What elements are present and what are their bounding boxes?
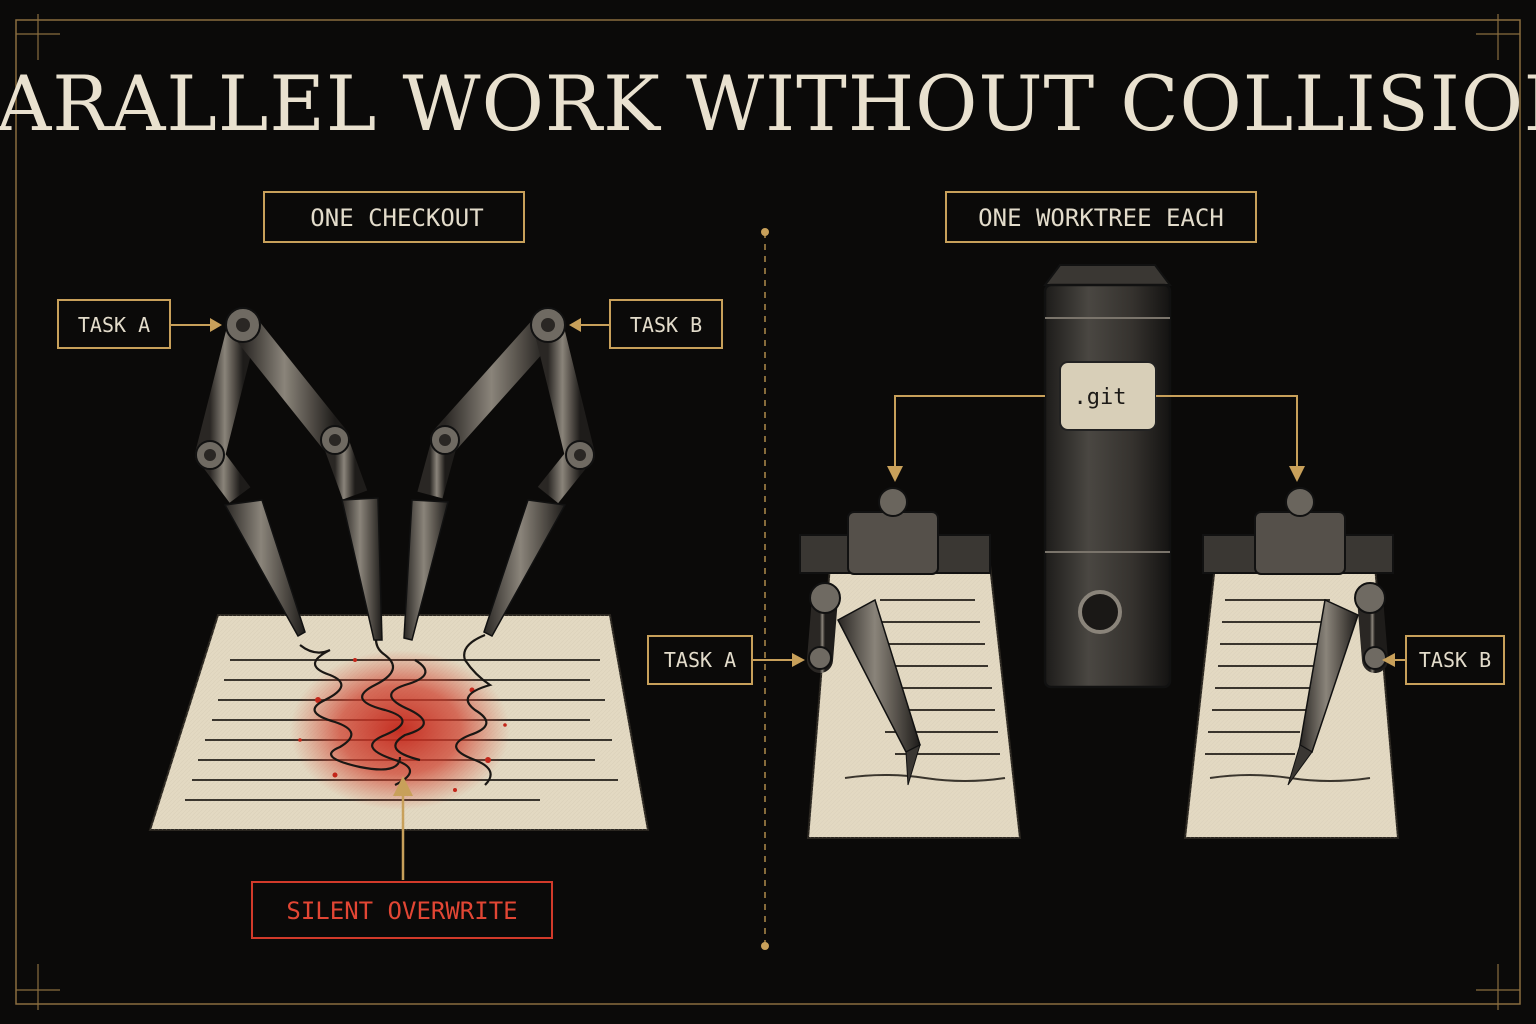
frame-border (15, 14, 1521, 1010)
right-panel: ONE WORKTREE EACH .git (647, 191, 1505, 839)
arrow-head-icon (569, 318, 581, 332)
arrow-down-icon (887, 466, 903, 482)
binder-ring-icon (1078, 590, 1122, 634)
robot-pen-task-a (807, 582, 921, 786)
right-task-b-text: TASK B (1419, 648, 1491, 672)
left-task-a-text: TASK A (78, 313, 150, 337)
left-heading: ONE CHECKOUT (310, 204, 483, 232)
git-repository-binder: .git (1043, 264, 1172, 689)
right-heading-box: ONE WORKTREE EACH (945, 191, 1257, 243)
worktree-a-document (799, 487, 1022, 839)
shared-document (148, 614, 650, 831)
robot-arm-task-a (195, 307, 383, 641)
clipboard-clip-icon (847, 511, 939, 575)
splatter-drops (298, 658, 507, 792)
silent-overwrite-callout: SILENT OVERWRITE (251, 776, 553, 939)
git-connectors (894, 395, 1298, 470)
left-task-a-label: TASK A (57, 299, 222, 349)
left-panel: ONE CHECKOUT (57, 191, 723, 939)
left-task-b-text: TASK B (630, 313, 702, 337)
right-task-b-label: TASK B (1382, 635, 1505, 685)
right-task-a-text: TASK A (664, 648, 736, 672)
left-heading-box: ONE CHECKOUT (263, 191, 525, 243)
colliding-scribbles (299, 624, 493, 786)
robot-pen-task-b (1287, 582, 1388, 786)
right-heading: ONE WORKTREE EACH (978, 204, 1224, 232)
arrow-head-icon (210, 318, 222, 332)
arrow-head-icon (792, 653, 805, 667)
arrow-up-icon (393, 776, 413, 796)
silent-overwrite-text: SILENT OVERWRITE (286, 897, 517, 925)
robot-arm-task-b (403, 307, 595, 641)
clipboard-clip-icon (1254, 511, 1346, 575)
arrow-down-icon (1289, 466, 1305, 482)
left-task-b-label: TASK B (569, 299, 723, 349)
arrow-head-icon (1382, 653, 1395, 667)
page-title: PARALLEL WORK WITHOUT COLLISIONS (0, 59, 1536, 148)
right-task-a-label: TASK A (647, 635, 805, 685)
center-divider (761, 228, 769, 950)
git-label: .git (1074, 385, 1127, 410)
overwrite-splatter (290, 650, 510, 810)
